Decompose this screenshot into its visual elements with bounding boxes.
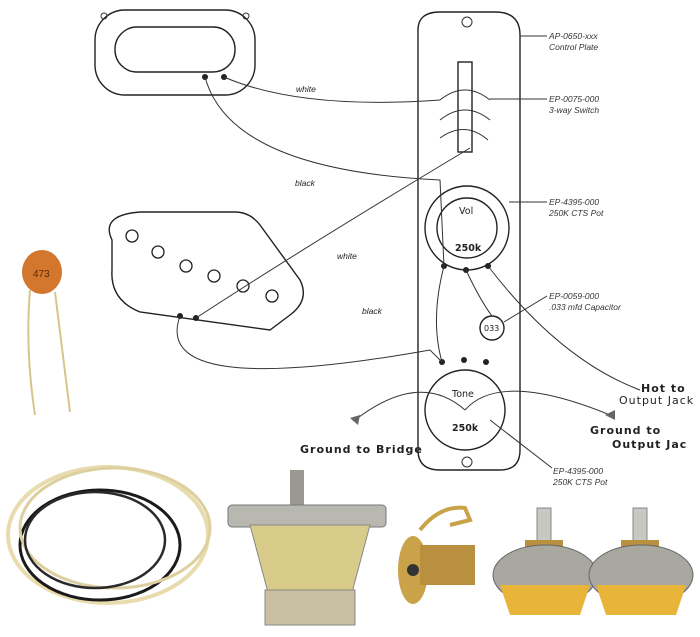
three-way-switch bbox=[439, 61, 491, 153]
plate-screw-top bbox=[461, 16, 473, 28]
ground-output-label-2: Output Jac bbox=[612, 438, 687, 451]
svg-text:AP-0650-xxx: AP-0650-xxx bbox=[548, 31, 598, 41]
wiring bbox=[176, 76, 641, 421]
ground-bridge-symbol bbox=[350, 415, 360, 425]
capacitor-value: 033 bbox=[484, 324, 499, 333]
ground-bridge-label: Ground to Bridge bbox=[300, 443, 423, 456]
ground-output-label-1: Ground to bbox=[590, 424, 661, 437]
svg-text:3-way Switch: 3-way Switch bbox=[549, 105, 599, 115]
svg-text:Control Plate: Control Plate bbox=[549, 42, 598, 52]
callout-switch: EP-0075-000 3-way Switch bbox=[490, 94, 599, 115]
svg-text:.033 mfd Capacitor: .033 mfd Capacitor bbox=[549, 302, 622, 312]
control-plate bbox=[417, 11, 521, 471]
svg-text:EP-0075-000: EP-0075-000 bbox=[549, 94, 599, 104]
ceramic-capacitor-photo: 473 bbox=[22, 250, 71, 416]
callout-volume-pot: EP-4395-000 250K CTS Pot bbox=[509, 197, 604, 218]
callout-tone-pot: EP-4395-000 250K CTS Pot bbox=[489, 419, 608, 487]
neck-pickup bbox=[94, 9, 256, 96]
hot-label-2: Output Jack bbox=[619, 394, 694, 407]
hot-label-1: Hot to bbox=[641, 382, 686, 395]
ceramic-cap-marking: 473 bbox=[33, 269, 50, 280]
svg-text:EP-4395-000: EP-4395-000 bbox=[549, 197, 599, 207]
bridge-pickup bbox=[108, 211, 304, 331]
switch-photo bbox=[227, 470, 387, 626]
svg-text:250K CTS Pot: 250K CTS Pot bbox=[552, 477, 608, 487]
volume-pot-value: 250k bbox=[455, 243, 482, 254]
wire-coils-photo bbox=[6, 465, 212, 605]
wire-label-neck-white: white bbox=[296, 84, 316, 94]
svg-text:250K CTS Pot: 250K CTS Pot bbox=[548, 208, 604, 218]
output-jack-photo bbox=[398, 505, 475, 604]
volume-pot: Vol 250k bbox=[424, 185, 510, 273]
tone-pot-name: Tone bbox=[451, 389, 474, 400]
tone-pot-value: 250k bbox=[452, 423, 479, 434]
wire-label-bridge-white: white bbox=[337, 251, 357, 261]
pot-photo-2 bbox=[588, 507, 694, 615]
callout-capacitor: EP-0059-000 .033 mfd Capacitor bbox=[503, 291, 622, 323]
callout-control-plate: AP-0650-xxx Control Plate bbox=[520, 31, 598, 52]
tone-pot: Tone 250k bbox=[424, 357, 506, 451]
volume-pot-name: Vol bbox=[459, 206, 473, 217]
wire-label-bridge-black: black bbox=[362, 306, 383, 316]
ground-jack-symbol bbox=[605, 410, 615, 420]
svg-text:EP-4395-000: EP-4395-000 bbox=[553, 466, 603, 476]
capacitor: 033 bbox=[479, 315, 505, 341]
plate-screw-bottom bbox=[461, 456, 473, 468]
svg-text:EP-0059-000: EP-0059-000 bbox=[549, 291, 599, 301]
wire-label-neck-black: black bbox=[295, 178, 316, 188]
pot-photo-1 bbox=[492, 507, 598, 615]
